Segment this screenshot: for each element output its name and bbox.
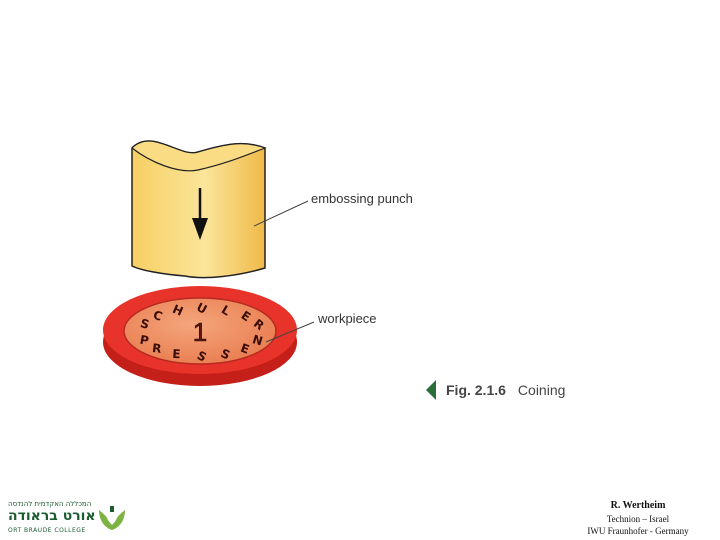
author-credits: R. Wertheim Technion – Israel IWU Fraunh…: [560, 499, 716, 537]
figure-title: Coining: [517, 382, 566, 398]
coin-top-letter-0: S: [139, 316, 151, 332]
logo-hebrew-name: אורט בראודה: [8, 508, 96, 524]
leaf-emblem-icon: [99, 506, 125, 530]
affiliation-iwu: IWU Fraunhofer - Germany: [587, 526, 689, 536]
coin-bottom-letter-2: E: [172, 347, 181, 361]
logo-hebrew-subtitle: המכללה האקדמית להנדסה: [8, 500, 92, 508]
affiliation-technion: Technion – Israel: [606, 514, 670, 524]
coin-bottom-letter-0: P: [139, 333, 150, 348]
ort-braude-logo: המכללה האקדמית להנדסה אורט בראודה ORT BR…: [6, 498, 130, 538]
coin-bottom-letter-6: N: [251, 332, 265, 348]
coin-center-numeral: 1: [193, 317, 207, 347]
logo-english-name: ORT BRAUDE COLLEGE: [8, 527, 86, 534]
down-arrow-head: [192, 218, 208, 240]
figure-number: Fig. 2.1.6: [446, 382, 506, 398]
coin-bottom-letter-1: R: [151, 341, 162, 356]
punch-top-face: [131, 140, 267, 172]
figure-caption: Fig. 2.1.6 Coining: [426, 380, 565, 400]
embossing-punch: [131, 140, 267, 279]
punch-leader-line: [253, 200, 309, 227]
workpiece-leader-line: [265, 321, 315, 343]
embossing-punch-label: embossing punch: [311, 191, 413, 206]
workpiece-label: workpiece: [318, 311, 377, 326]
author-name: R. Wertheim: [610, 500, 666, 511]
triangle-left-icon: [426, 380, 436, 400]
coin-face: [123, 297, 277, 365]
